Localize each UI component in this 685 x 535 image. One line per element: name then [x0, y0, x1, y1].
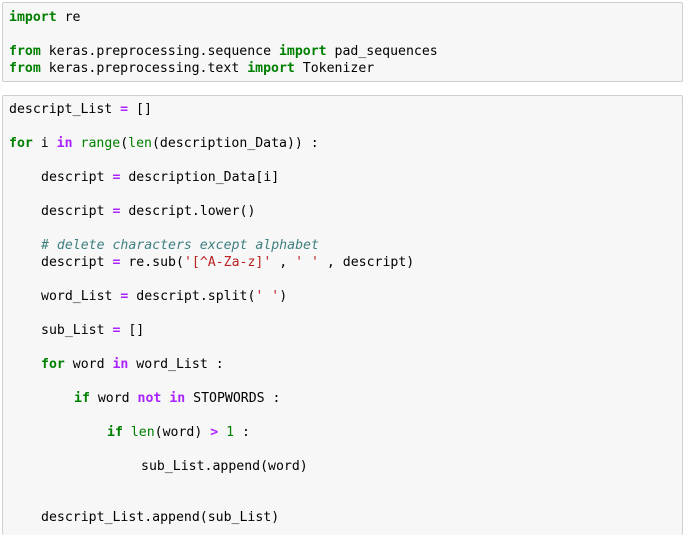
code-line-sub-list-append: sub_List.append(word) — [141, 459, 308, 474]
code-line-re-sub: descript = re.sub('[^A-Za-z]' , ' ' , de… — [41, 255, 415, 270]
code-cell-preprocessing[interactable]: descript_List = [] for i in range(len(de… — [2, 95, 683, 535]
code-line-sub-list-init: sub_List = [] — [41, 323, 145, 338]
code-line-import-pad-sequences: from keras.preprocessing.sequence import… — [9, 44, 438, 59]
code-line-descript-list-append: descript_List.append(sub_List) — [41, 510, 280, 525]
code-cell-imports[interactable]: import re from keras.preprocessing.seque… — [2, 2, 683, 82]
code-line-descript-list-init: descript_List = [] — [9, 102, 152, 117]
code-line-import-tokenizer: from keras.preprocessing.text import Tok… — [9, 61, 375, 76]
code-line-if-not-stopword: if word not in STOPWORDS : — [74, 391, 281, 406]
code-line-for-i: for i in range(len(description_Data)) : — [9, 136, 319, 151]
code-line-descript-assign: descript = description_Data[i] — [41, 170, 280, 185]
code-line-word-list-split: word_List = descript.split(' ') — [41, 289, 288, 304]
code-comment: # delete characters except alphabet — [41, 238, 319, 253]
code-line-if-len: if len(word) > 1 : — [107, 425, 250, 440]
code-line-for-word: for word in word_List : — [41, 357, 224, 372]
code-line-import-re: import re — [9, 10, 81, 25]
code-line-descript-lower: descript = descript.lower() — [41, 204, 256, 219]
